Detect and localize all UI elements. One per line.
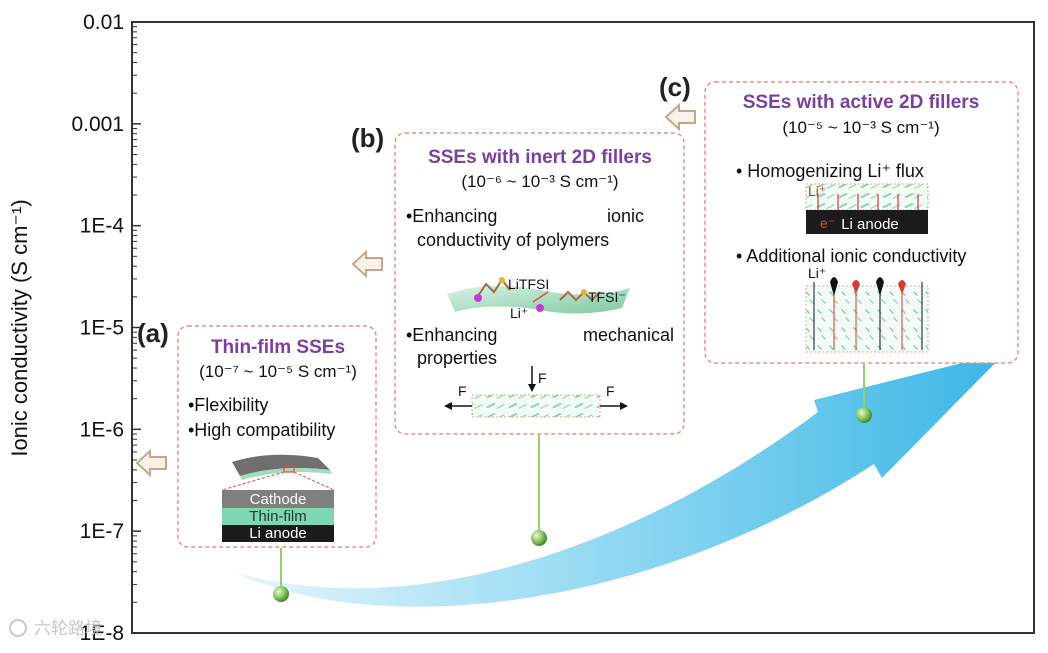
panel-c-range: (10⁻⁵ ~ 10⁻³ S cm⁻¹) (782, 118, 939, 137)
ion-channel-image (805, 285, 929, 353)
panel-c-bullet-1: • Homogenizing Li⁺ flux (736, 161, 924, 181)
li-ion-label-c1: Li⁺ (808, 183, 826, 199)
watermark: 六轮路境 (9, 619, 102, 638)
litfsi-label: LiTFSI (508, 276, 549, 292)
panel-b: (b) SSEs with inert 2D fillers (10⁻⁶ ~ 1… (351, 123, 685, 435)
panel-b-bullet-2a: •Enhancing (406, 325, 497, 345)
ion-channel-arrows (813, 277, 923, 350)
panel-b-bullet-2c: properties (417, 348, 497, 368)
li-anode-label-c: Li anode (841, 216, 899, 233)
polymer-sheet-image (447, 285, 630, 314)
y-axis-ticks: 0.01 0.001 1E-4 1E-5 1E-6 1E-7 1E-8 (71, 11, 141, 645)
ball-b (531, 530, 547, 546)
left-arrow-icon (664, 102, 696, 132)
li-ion-label-c2: Li⁺ (808, 265, 826, 281)
tfsi-label: TFSI⁻ (588, 289, 626, 305)
panel-c-bullet-2: • Additional ionic conductivity (736, 246, 966, 266)
electron-label: e⁻ (820, 215, 835, 231)
molecule-icon (477, 278, 601, 302)
panel-c-title: SSEs with active 2D fillers (743, 92, 980, 113)
ball-a (273, 586, 289, 602)
y-tick-label: 1E-6 (80, 418, 124, 441)
connectors (273, 364, 872, 602)
panel-a-letter: (a) (137, 318, 169, 348)
y-axis-label: Ionic conductivity (S cm⁻¹) (7, 199, 32, 456)
ball-c (856, 407, 872, 423)
y-tick-label: 0.01 (83, 11, 124, 34)
layer-cathode-label: Cathode (250, 491, 307, 508)
panel-a-bullet-1: •Flexibility (188, 395, 268, 415)
layer-thin-film-label: Thin-film (249, 508, 307, 525)
panel-a-range: (10⁻⁷ ~ 10⁻⁵ S cm⁻¹) (199, 362, 357, 381)
hollow-arrows (135, 102, 696, 478)
force-label-top: F (538, 370, 547, 386)
panel-c: (c) SSEs with active 2D fillers (10⁻⁵ ~ … (659, 72, 1019, 364)
layer-li-anode (222, 525, 334, 542)
layer-cathode (222, 490, 334, 508)
y-tick-label: 1E-4 (80, 215, 125, 238)
panel-b-letter: (b) (351, 123, 384, 153)
panel-b-box (394, 132, 685, 435)
layer-thin-film (222, 508, 334, 525)
li-ion-label: Li⁺ (510, 305, 528, 321)
left-arrow-icon (135, 448, 167, 478)
filler-film-image (471, 394, 601, 418)
layer-li-anode-label: Li anode (249, 525, 307, 542)
panel-a-title: Thin-film SSEs (211, 337, 345, 358)
force-label-left: F (458, 383, 467, 399)
panel-b-bullet-1a: •Enhancing (406, 206, 497, 226)
watermark-logo-icon (9, 619, 27, 637)
flexible-film-image (232, 454, 330, 476)
panel-c-letter: (c) (659, 72, 691, 102)
panel-a-bullet-2: •High compatibility (188, 420, 335, 440)
li-anode-block (806, 210, 928, 234)
y-tick-label: 0.001 (71, 113, 124, 136)
panel-b-bullet-1b: ionic (607, 206, 644, 226)
panel-a: (a) Thin-film SSEs (10⁻⁷ ~ 10⁻⁵ S cm⁻¹) … (137, 318, 377, 548)
panel-b-range: (10⁻⁶ ~ 10⁻³ S cm⁻¹) (461, 172, 618, 191)
watermark-text: 六轮路境 (34, 619, 102, 638)
left-arrow-icon (351, 249, 383, 279)
y-tick-label: 1E-8 (80, 622, 124, 645)
y-tick-label: 1E-5 (80, 317, 124, 340)
force-label-right: F (606, 383, 615, 399)
panel-b-bullet-2b: mechanical (583, 325, 674, 345)
y-tick-label: 1E-7 (80, 520, 124, 543)
panel-b-bullet-1c: conductivity of polymers (417, 230, 609, 250)
growth-arrow (233, 352, 1006, 607)
flux-arrows (817, 194, 919, 210)
panel-b-title: SSEs with inert 2D fillers (428, 147, 652, 168)
